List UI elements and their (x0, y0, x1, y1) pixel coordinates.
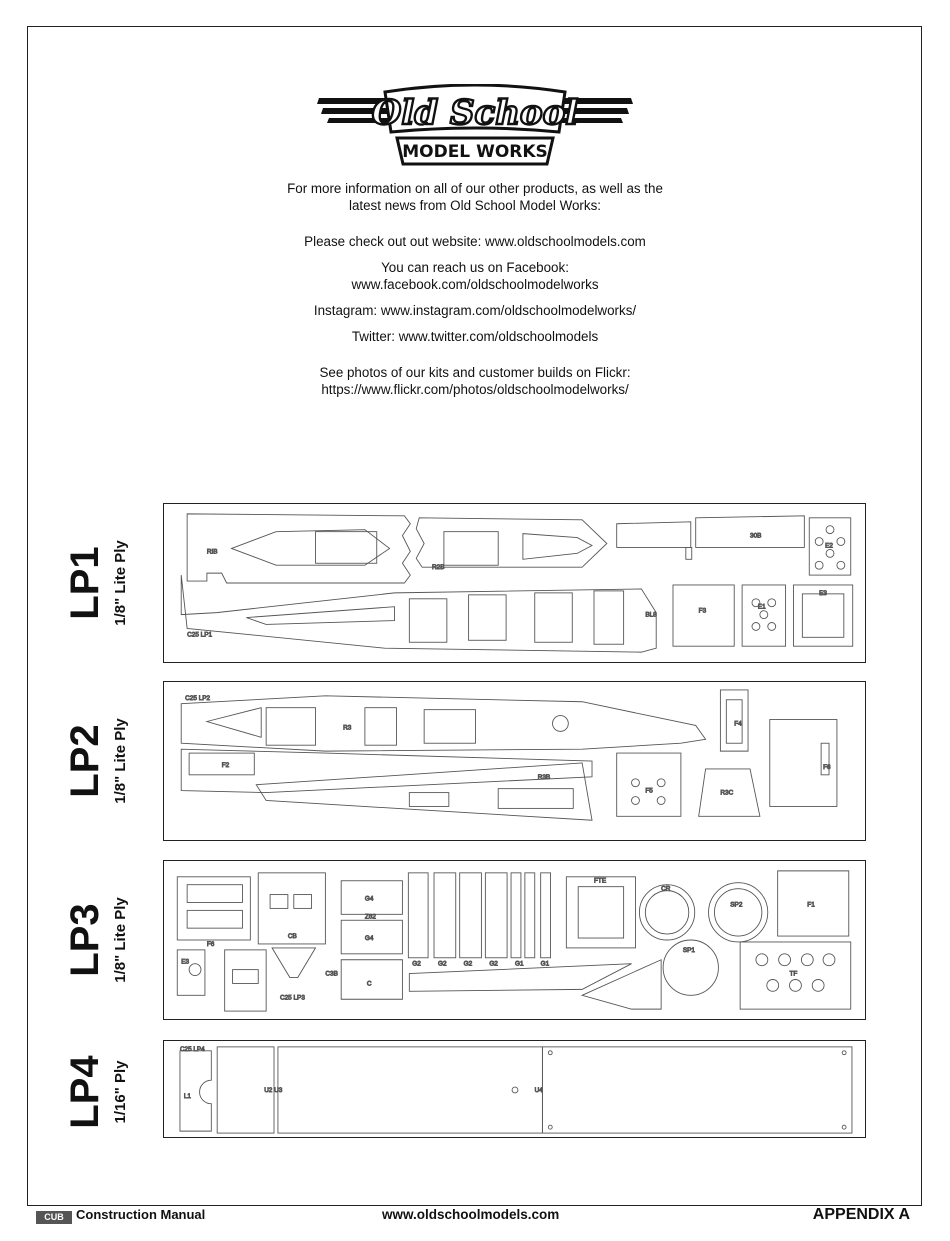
part-label: R2B (432, 564, 444, 571)
sheet-label-lp1: LP1 1/8" Lite Ply (62, 503, 152, 663)
intro-line-2: latest news from Old School Model Works: (348, 198, 602, 213)
part-label: G4 (365, 935, 374, 942)
part-label: L1 (184, 1093, 192, 1100)
cub-badge-icon: CUB (36, 1211, 72, 1224)
part-label: R3 (343, 724, 352, 731)
sheet-id-label: C25 LP4 (180, 1046, 205, 1053)
footer-appendix: APPENDIX A (812, 1206, 910, 1223)
part-label: 30B (750, 533, 761, 540)
footer-manual: CUB Construction Manual (36, 1207, 205, 1224)
part-label: G1 (541, 961, 550, 968)
part-label: F4 (734, 720, 742, 727)
sheet-id-label: C25 LP1 (187, 631, 212, 638)
part-label: E2 (825, 542, 833, 549)
footer-manual-label: Construction Manual (76, 1207, 206, 1222)
part-label: G2 (438, 961, 447, 968)
part-label: SP2 (730, 901, 743, 908)
part-label: E1 (758, 604, 766, 611)
sheet-material: 1/8" Lite Ply (112, 540, 129, 626)
part-label: BL8 (645, 612, 657, 619)
part-label: F6 (823, 764, 831, 771)
logo-banner-text: MODEL WORKS (402, 142, 548, 162)
part-label: Z62 (365, 913, 376, 920)
parts-sheet-lp1: RIB R2B 30B E2 F3 E1 E3 BL8 C25 LP1 (163, 503, 866, 663)
laser-cut-parts: RIB R2B 30B E2 F3 E1 E3 BL8 C25 LP1 (180, 513, 854, 653)
laser-cut-parts: F2 R3 R3B F4 F5 R3C F6 C25 LP2 (180, 689, 838, 821)
part-label: U2 U3 (264, 1087, 282, 1094)
part-label: G1 (515, 961, 524, 968)
part-label: F3 (699, 608, 707, 615)
sheet-code: LP3 (63, 903, 107, 977)
part-label: C (367, 980, 372, 987)
part-label: G2 (464, 961, 473, 968)
footer-website[interactable]: www.oldschoolmodels.com (382, 1207, 560, 1222)
facebook-line-1: You can reach us on Facebook: (381, 260, 569, 275)
sheet-code: LP1 (63, 546, 107, 620)
part-label: F1 (807, 901, 815, 908)
parts-sheet-lp2: F2 R3 R3B F4 F5 R3C F6 C25 LP2 (163, 681, 866, 841)
sheet-id-label: C25 LP3 (280, 994, 305, 1001)
part-label: R3C (720, 790, 733, 797)
sheet-material: 1/16" Ply (112, 1060, 129, 1124)
part-label: C3B (325, 971, 337, 978)
website-line[interactable]: Please check out out website: www.oldsch… (304, 234, 646, 249)
twitter-link[interactable]: Twitter: www.twitter.com/oldschoolmodels (351, 329, 599, 344)
part-label: FTE (594, 878, 606, 885)
part-label: CB (288, 933, 297, 940)
part-label: F2 (222, 762, 230, 769)
parts-sheet-lp3: F6 G4 Z62 G4 G2 G2 G2 G2 G1 G1 FTE CR SP… (163, 860, 866, 1020)
part-label: SP1 (683, 947, 696, 954)
logo-script-text: Old School (372, 93, 578, 133)
part-label: G4 (365, 896, 374, 903)
part-label: RIB (207, 548, 218, 555)
sheet-label-lp2: LP2 1/8" Lite Ply (62, 681, 152, 841)
sheet-id-label: C25 LP2 (185, 695, 210, 702)
facebook-link[interactable]: www.facebook.com/oldschoolmodelworks (351, 277, 599, 292)
sheet-material: 1/8" Lite Ply (112, 718, 129, 804)
sheet-label-lp3: LP3 1/8" Lite Ply (62, 860, 152, 1020)
laser-cut-parts: L1 U2 U3 U4 C25 LP4 (179, 1045, 853, 1134)
part-label: G2 (412, 961, 421, 968)
flickr-link[interactable]: https://www.flickr.com/photos/oldschoolm… (321, 382, 629, 397)
laser-cut-parts: F6 G4 Z62 G4 G2 G2 G2 G2 G1 G1 FTE CR SP… (176, 870, 852, 1012)
old-school-logo: Old School MODEL WORKS (317, 84, 633, 166)
page-border (27, 26, 922, 1206)
sheet-code: LP2 (63, 724, 107, 798)
part-label: F6 (207, 941, 215, 948)
flickr-line-1: See photos of our kits and customer buil… (319, 365, 631, 380)
part-label: U4 (535, 1087, 544, 1094)
intro-line-1: For more information on all of our other… (287, 181, 663, 196)
instagram-link[interactable]: Instagram: www.instagram.com/oldschoolmo… (313, 303, 637, 318)
part-label: E3 (181, 959, 189, 966)
part-label: G2 (489, 961, 498, 968)
part-label: E3 (819, 590, 827, 597)
sheet-label-lp4: LP4 1/16" Ply (62, 1040, 152, 1136)
part-label: F5 (645, 788, 653, 795)
part-label: TF (790, 971, 798, 978)
contact-info: For more information on all of our other… (200, 180, 750, 398)
part-label: R3B (538, 774, 550, 781)
sheet-material: 1/8" Lite Ply (112, 897, 129, 983)
parts-sheet-lp4: L1 U2 U3 U4 C25 LP4 (163, 1040, 866, 1138)
part-label: CR (661, 886, 671, 893)
sheet-code: LP4 (63, 1055, 107, 1129)
